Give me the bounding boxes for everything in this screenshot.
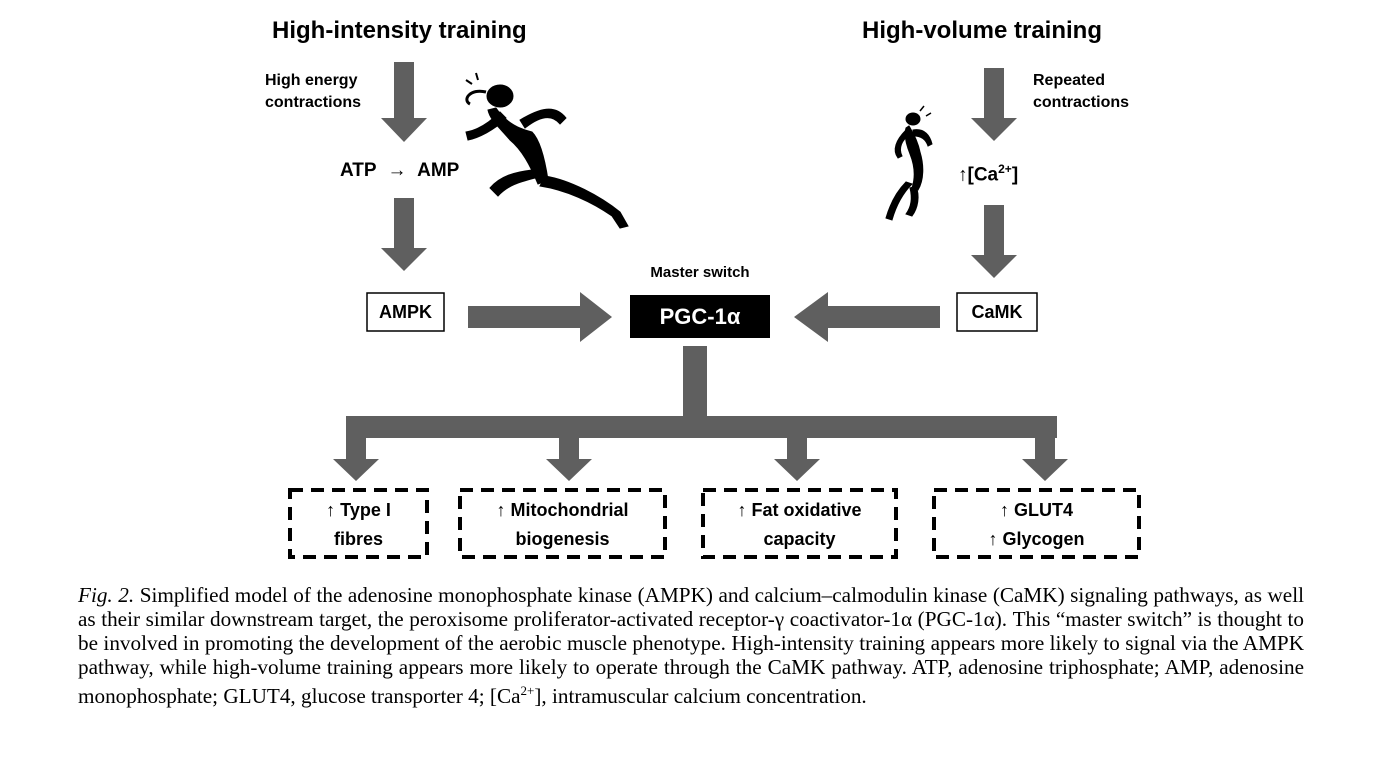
outcome-3-line-1: ↑ Fat oxidative (737, 500, 862, 520)
right-title: High-volume training (862, 17, 1102, 44)
pgc-trunk (683, 346, 707, 416)
right-note-line-1: Repeated (1033, 72, 1106, 89)
camk-box (956, 292, 1038, 332)
arrow-camk-to-pgc (794, 292, 940, 342)
pgc-box (630, 295, 770, 338)
figure-label: Fig. 2. (78, 583, 135, 607)
outcome-1-line-2: fibres (333, 529, 384, 549)
outcome-box-2 (458, 488, 667, 559)
calcium-prefix: ↑[Ca (958, 164, 999, 186)
arrow-to-outcome-4 (1022, 438, 1068, 481)
outcome-box-1 (288, 488, 429, 559)
outcome-3-line-2: capacity (763, 529, 836, 549)
caption-text-end: ], intramuscular calcium concentration. (534, 684, 867, 709)
outcome-4-line-2: ↑ Glycogen (988, 529, 1085, 549)
outcome-2-line-1: ↑ Mitochondrial (496, 500, 629, 520)
left-title: High-intensity training (272, 17, 527, 44)
right-note-line-2: contractions (1033, 94, 1130, 111)
ampk-box (366, 292, 445, 332)
arrow-ca-to-camk (971, 205, 1017, 278)
amp-text: AMP (417, 160, 460, 181)
calcium-suffix: ] (1011, 164, 1019, 186)
outcome-box-3 (701, 488, 898, 559)
arrow-high-intensity-to-atp (381, 62, 427, 142)
caption-text: Simplified model of the adenosine monoph… (78, 583, 1304, 709)
left-note-line-1: High energy (265, 72, 358, 89)
conversion-arrow: → (387, 160, 407, 181)
caption-superscript: 2+ (520, 683, 535, 698)
ampk-label: AMPK (379, 302, 432, 322)
calcium-label: ↑[Ca2+] (958, 162, 1018, 186)
signaling-diagram (288, 62, 1141, 559)
master-switch-label: Master switch (650, 264, 750, 281)
arrow-to-outcome-2 (546, 438, 592, 481)
outcome-1-line-1: ↑ Type I (326, 500, 391, 520)
pgc-label: PGC-1α (659, 304, 741, 329)
runner-sprint-icon (465, 72, 629, 229)
runner-jog-icon (885, 105, 933, 221)
calcium-superscript: 2+ (998, 162, 1012, 176)
camk-label: CaMK (971, 302, 1023, 322)
arrow-to-outcome-1 (333, 438, 379, 481)
arrow-high-volume-to-ca (971, 68, 1017, 141)
distribution-bar (346, 416, 1057, 438)
arrow-ampk-to-pgc (468, 292, 612, 342)
left-note-line-2: contractions (265, 94, 362, 111)
atp-amp-label: ATP → AMP (340, 160, 459, 182)
figure-caption: Fig. 2. Simplified model of the adenosin… (78, 583, 1304, 708)
arrow-amp-to-ampk (381, 198, 427, 271)
outcome-box-4 (932, 488, 1141, 559)
outcome-4-line-1: ↑ GLUT4 (999, 500, 1073, 520)
arrow-to-outcome-3 (774, 438, 820, 481)
atp-text: ATP (340, 160, 377, 181)
outcome-2-line-2: biogenesis (515, 529, 610, 549)
